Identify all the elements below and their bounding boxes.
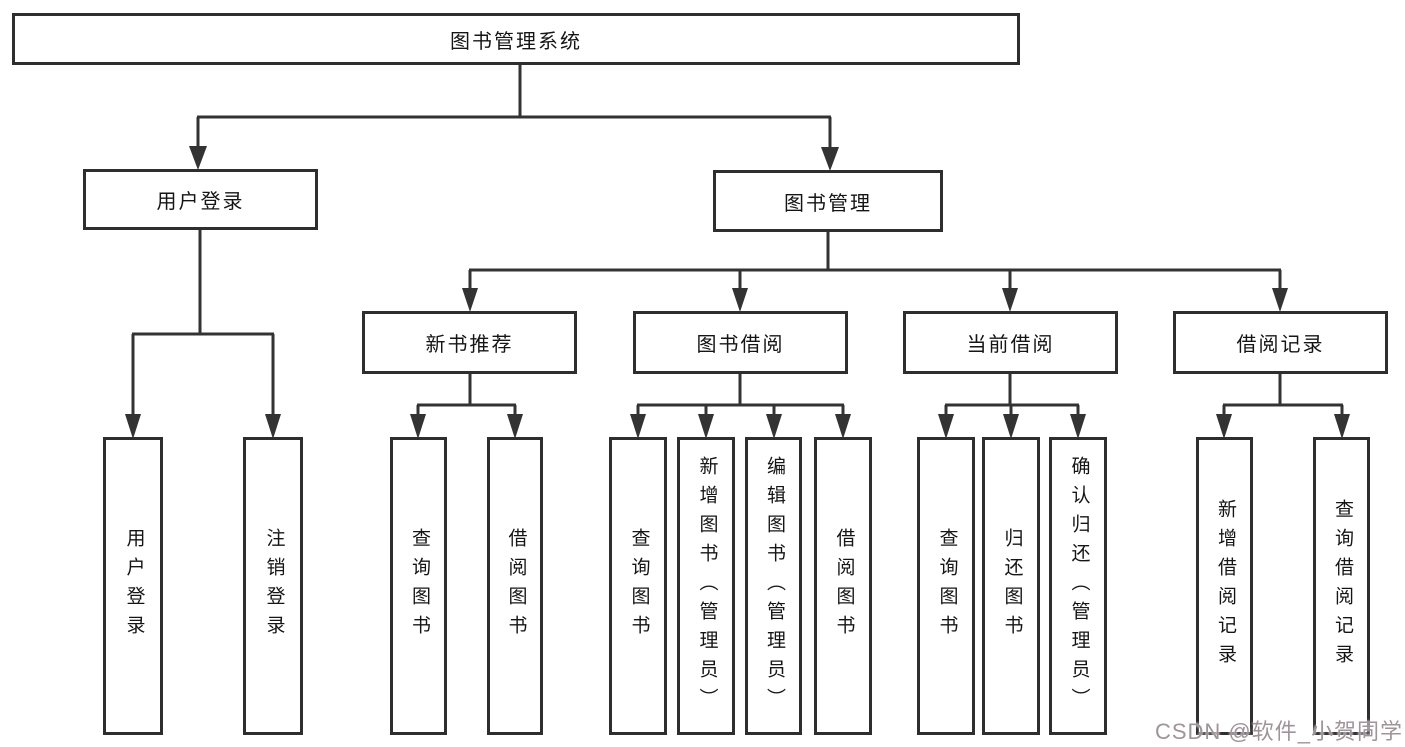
node-current-borrow: 当前借阅 — [903, 311, 1118, 374]
leaf-query-books-3: 查询图书 — [917, 437, 975, 735]
node-root-system: 图书管理系统 — [12, 13, 1020, 65]
leaf-query-books-2-label: 查询图书 — [628, 528, 650, 644]
node-root-label: 图书管理系统 — [450, 30, 582, 53]
node-book-borrow-label: 图书借阅 — [696, 334, 785, 356]
leaf-logout-label: 注销登录 — [263, 528, 285, 644]
leaf-borrow-books-1-label: 借阅图书 — [505, 528, 527, 644]
leaf-user-login-label: 用户登录 — [123, 528, 145, 644]
node-book-management: 图书管理 — [713, 170, 943, 232]
node-book-management-label: 图书管理 — [784, 192, 872, 215]
watermark: CSDN @软件_小贺同学 — [1154, 719, 1403, 744]
leaf-query-borrow-record: 查询借阅记录 — [1313, 437, 1370, 735]
leaf-edit-books-admin-label: 编辑图书（管理员） — [763, 455, 785, 717]
leaf-borrow-books-2: 借阅图书 — [814, 437, 872, 735]
leaf-query-books-1: 查询图书 — [390, 437, 447, 735]
leaf-query-books-1-label: 查询图书 — [408, 528, 430, 644]
node-user-login-label: 用户登录 — [156, 191, 245, 213]
node-borrow-records-label: 借阅记录 — [1236, 334, 1325, 356]
arrowheads — [125, 146, 1350, 439]
node-borrow-records: 借阅记录 — [1173, 311, 1388, 374]
leaf-borrow-books-2-label: 借阅图书 — [833, 528, 855, 644]
leaf-borrow-books-1: 借阅图书 — [487, 437, 543, 735]
leaf-add-borrow-record-label: 新增借阅记录 — [1214, 499, 1236, 673]
leaf-return-books-label: 归还图书 — [1001, 528, 1023, 644]
leaf-edit-books-admin: 编辑图书（管理员） — [745, 437, 802, 735]
node-current-borrow-label: 当前借阅 — [966, 334, 1055, 356]
leaf-query-books-3-label: 查询图书 — [936, 528, 958, 644]
leaf-add-books-admin: 新增图书（管理员） — [677, 437, 735, 735]
leaf-logout: 注销登录 — [243, 437, 303, 735]
leaf-return-books: 归还图书 — [982, 437, 1040, 735]
leaf-confirm-return-admin: 确认归还（管理员） — [1049, 437, 1107, 735]
leaf-query-borrow-record-label: 查询借阅记录 — [1331, 499, 1353, 673]
node-new-book-recommend-label: 新书推荐 — [425, 334, 514, 356]
leaf-add-books-admin-label: 新增图书（管理员） — [696, 455, 718, 717]
leaf-confirm-return-admin-label: 确认归还（管理员） — [1068, 455, 1090, 717]
leaf-add-borrow-record: 新增借阅记录 — [1196, 437, 1253, 735]
node-user-login: 用户登录 — [83, 169, 318, 230]
node-new-book-recommend: 新书推荐 — [362, 311, 577, 374]
leaf-query-books-2: 查询图书 — [609, 437, 667, 735]
leaf-user-login: 用户登录 — [103, 437, 163, 735]
node-book-borrow: 图书借阅 — [633, 311, 848, 374]
